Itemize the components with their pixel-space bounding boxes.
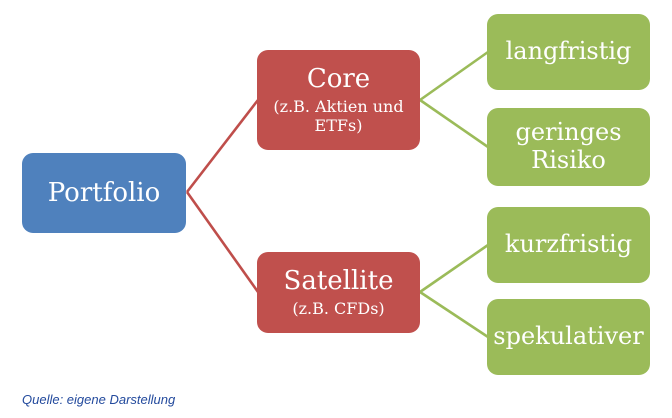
leaf-node-langfristig: langfristig (487, 14, 650, 90)
portfolio-node: Portfolio (22, 153, 186, 233)
satellite-label: Satellite (283, 265, 394, 296)
leaf-label: kurzfristig (504, 230, 633, 259)
core-label: Core (306, 63, 371, 94)
leaf-label: geringes Risiko (515, 118, 622, 174)
leaf-node-kurzfristig: kurzfristig (487, 207, 650, 283)
connector-satellite-kurzfristig (419, 243, 489, 294)
leaf-node-geringes-risiko: geringes Risiko (487, 108, 650, 186)
core-sublabel: (z.B. Aktien und ETFs) (273, 96, 404, 135)
satellite-node: Satellite (z.B. CFDs) (257, 252, 420, 333)
leaf-label: langfristig (505, 37, 632, 66)
connector-satellite-spekulativer (419, 290, 489, 339)
connector-portfolio-core (185, 99, 260, 193)
satellite-sublabel: (z.B. CFDs) (292, 298, 385, 318)
leaf-node-spekulativer: spekulativer (487, 299, 650, 375)
source-caption: Quelle: eigene Darstellung (22, 392, 176, 407)
connector-core-geringes-risiko (419, 98, 489, 149)
portfolio-label: Portfolio (47, 178, 161, 208)
connector-portfolio-satellite (185, 191, 260, 293)
leaf-label: spekulativer (493, 322, 644, 351)
core-node: Core (z.B. Aktien und ETFs) (257, 50, 420, 150)
connector-core-langfristig (419, 50, 489, 102)
